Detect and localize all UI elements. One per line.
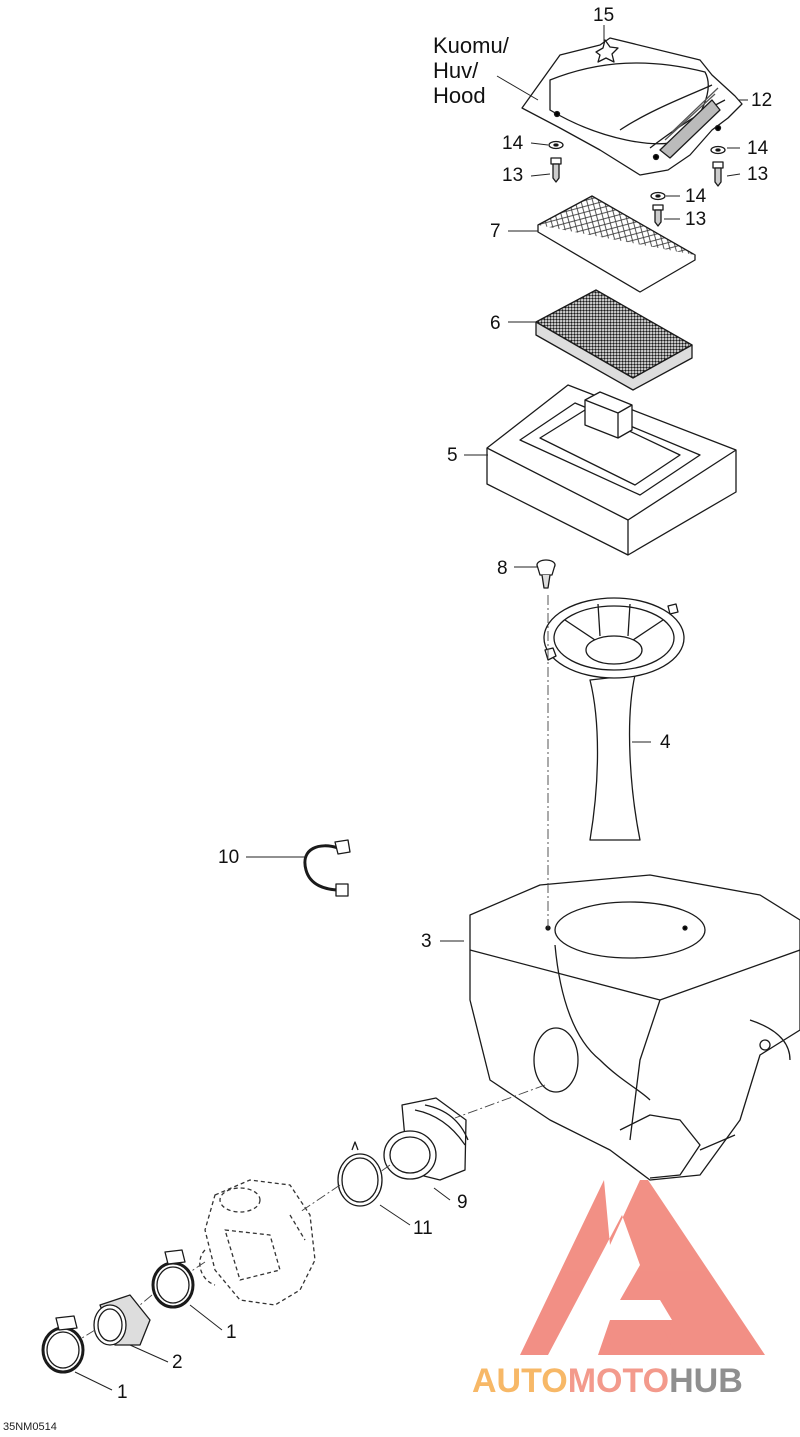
leader-lines [74,25,748,1391]
washer-screw-left [548,140,564,183]
callout-3: 3 [421,931,432,952]
assembly-centerlines [81,595,549,1339]
clamp-part-1-upper [151,1249,195,1309]
airbox-part-3 [469,874,800,1181]
automotohub-logo [520,1180,765,1355]
intake-tube-part-4 [543,597,685,841]
adapter-part-2 [93,1294,151,1346]
plug-part-8 [536,559,556,589]
callout-1-lower: 1 [117,1382,128,1403]
hood-part-12 [521,37,743,176]
watermark-auto: AUTO [472,1362,568,1400]
callout-5: 5 [447,445,458,466]
callout-1-upper: 1 [226,1322,237,1343]
sticker-part-15 [595,39,619,63]
callout-7: 7 [490,221,501,242]
callout-15: 15 [593,5,615,26]
callout-14-left: 14 [502,133,524,154]
hood-label: Kuomu/ Huv/ Hood [433,33,509,108]
hood-label-line-2: Huv/ [433,58,479,83]
callout-13-left: 13 [502,165,524,186]
clamp-part-1-lower [41,1315,85,1374]
callout-8: 8 [497,558,508,579]
callout-13-center: 13 [685,209,707,230]
callout-14-center: 14 [685,186,707,207]
watermark-hub: HUB [669,1362,743,1400]
hood-label-line-1: Kuomu/ [433,33,509,58]
watermark-wordmark: AUTOMOTOHUB [472,1362,743,1401]
clip-part-10 [303,839,351,897]
washer-screw-center [650,191,666,227]
callout-13-right: 13 [747,164,769,185]
callout-6: 6 [490,313,501,334]
drawing-code: 35NM0514 [3,1421,57,1433]
callout-9: 9 [457,1192,468,1213]
callout-12: 12 [751,90,773,111]
filter-part-6 [535,289,693,391]
foam-frame-part-5 [486,384,737,556]
callout-11: 11 [413,1218,433,1239]
ring-part-11 [337,1141,383,1207]
callout-4: 4 [660,732,671,753]
hood-label-line-3: Hood [433,83,486,108]
callout-14-right: 14 [747,138,769,159]
callout-2: 2 [172,1352,183,1373]
screen-part-7 [537,195,696,293]
washer-screw-right [710,145,726,187]
watermark-moto: MOTO [567,1362,670,1400]
boot-part-9 [383,1097,469,1181]
callout-10: 10 [218,847,240,868]
carburetor-outline [199,1179,316,1306]
